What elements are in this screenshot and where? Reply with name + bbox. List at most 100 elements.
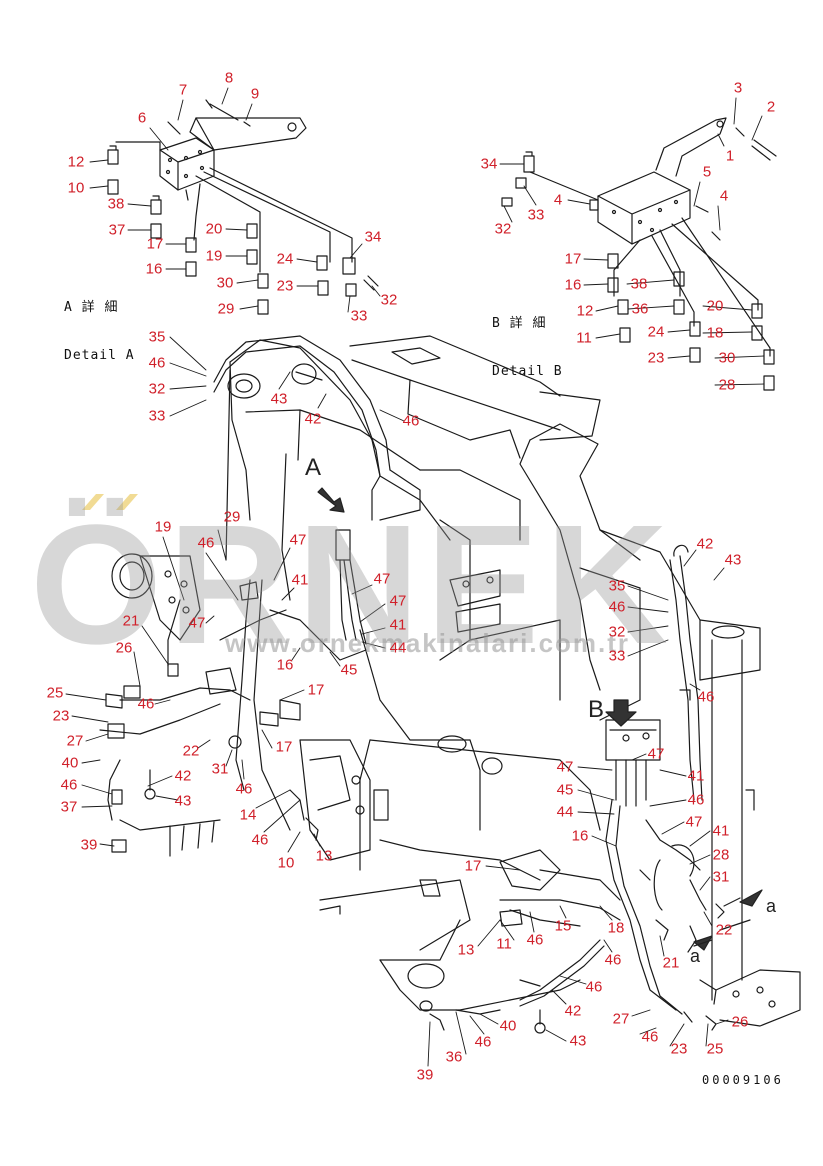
part-callout-2: 2 bbox=[766, 98, 776, 116]
part-callout-42: 42 bbox=[696, 535, 714, 553]
part-callout-22: 22 bbox=[715, 921, 733, 939]
part-callout-4: 4 bbox=[553, 191, 563, 209]
part-callout-34: 34 bbox=[364, 228, 382, 246]
part-callout-29: 29 bbox=[223, 508, 241, 526]
part-callout-36: 36 bbox=[445, 1048, 463, 1066]
part-callout-41: 41 bbox=[687, 767, 705, 785]
part-callout-47: 47 bbox=[685, 813, 703, 831]
part-callout-28: 28 bbox=[712, 846, 730, 864]
part-callout-19: 19 bbox=[205, 247, 223, 265]
part-callout-24: 24 bbox=[647, 323, 665, 341]
part-callout-41: 41 bbox=[712, 822, 730, 840]
part-callout-41: 41 bbox=[291, 571, 309, 589]
part-callout-11: 11 bbox=[496, 935, 512, 953]
part-callout-25: 25 bbox=[706, 1040, 724, 1058]
part-callout-23: 23 bbox=[52, 707, 70, 725]
part-callout-12: 12 bbox=[576, 302, 594, 320]
part-callout-1: 1 bbox=[725, 147, 735, 165]
watermark-dots bbox=[82, 494, 138, 510]
part-callout-47: 47 bbox=[647, 745, 665, 763]
part-callout-33: 33 bbox=[608, 647, 626, 665]
detail-b-en: Detail B bbox=[492, 364, 563, 379]
part-callout-36: 36 bbox=[631, 300, 649, 318]
part-callout-45: 45 bbox=[556, 781, 574, 799]
part-callout-44: 44 bbox=[389, 639, 407, 657]
part-callout-18: 18 bbox=[607, 919, 625, 937]
part-callout-14: 14 bbox=[239, 806, 257, 824]
part-callout-9: 9 bbox=[250, 85, 260, 103]
part-callout-35: 35 bbox=[608, 577, 626, 595]
part-callout-46: 46 bbox=[197, 534, 215, 552]
detail-b-caption: B 詳 細 Detail B bbox=[492, 284, 563, 412]
part-callout-32: 32 bbox=[380, 291, 398, 309]
part-callout-46: 46 bbox=[641, 1028, 659, 1046]
part-callout-17: 17 bbox=[564, 250, 582, 268]
part-callout-20: 20 bbox=[205, 220, 223, 238]
part-callout-26: 26 bbox=[731, 1013, 749, 1031]
part-callout-44: 44 bbox=[556, 803, 574, 821]
part-callout-17: 17 bbox=[464, 857, 482, 875]
part-callout-47: 47 bbox=[556, 758, 574, 776]
part-callout-4: 4 bbox=[719, 187, 729, 205]
detail-b-jp: B 詳 細 bbox=[492, 316, 547, 331]
part-callout-46: 46 bbox=[697, 688, 715, 706]
machine-frame bbox=[227, 335, 701, 1012]
part-callout-21: 21 bbox=[662, 954, 680, 972]
part-callout-10: 10 bbox=[277, 854, 295, 872]
part-callout-43: 43 bbox=[174, 792, 192, 810]
part-callout-13: 13 bbox=[457, 941, 475, 959]
watermark-word: ÖRNEK bbox=[30, 490, 674, 680]
part-callout-27: 27 bbox=[66, 732, 84, 750]
part-callout-46: 46 bbox=[402, 412, 420, 430]
part-callout-11: 11 bbox=[576, 329, 592, 347]
view-label-a: A bbox=[305, 454, 322, 481]
part-callout-23: 23 bbox=[276, 277, 294, 295]
part-callout-27: 27 bbox=[612, 1010, 630, 1028]
part-callout-5: 5 bbox=[702, 163, 712, 181]
part-callout-34: 34 bbox=[480, 155, 498, 173]
part-callout-7: 7 bbox=[178, 81, 188, 99]
part-callout-32: 32 bbox=[148, 380, 166, 398]
part-callout-46: 46 bbox=[60, 776, 78, 794]
detail-a-caption: A 詳 細 Detail A bbox=[64, 268, 135, 396]
part-callout-32: 32 bbox=[494, 220, 512, 238]
part-callout-46: 46 bbox=[526, 931, 544, 949]
view-arrows bbox=[317, 487, 763, 951]
part-callout-23: 23 bbox=[670, 1040, 688, 1058]
part-callout-33: 33 bbox=[350, 307, 368, 325]
view-label-b: B bbox=[588, 696, 605, 723]
part-callout-13: 13 bbox=[315, 847, 333, 865]
part-callout-46: 46 bbox=[585, 978, 603, 996]
document-number: 00009106 bbox=[702, 1073, 784, 1087]
part-callout-18: 18 bbox=[706, 324, 724, 342]
part-callout-12: 12 bbox=[67, 153, 85, 171]
part-callout-46: 46 bbox=[604, 951, 622, 969]
part-callout-17: 17 bbox=[275, 738, 293, 756]
part-callout-28: 28 bbox=[718, 376, 736, 394]
part-callout-42: 42 bbox=[304, 410, 322, 428]
part-callout-46: 46 bbox=[137, 695, 155, 713]
left-hoses bbox=[99, 335, 421, 857]
part-callout-41: 41 bbox=[389, 616, 407, 634]
part-callout-30: 30 bbox=[718, 349, 736, 367]
part-callout-33: 33 bbox=[148, 407, 166, 425]
part-callout-24: 24 bbox=[276, 250, 294, 268]
part-callout-25: 25 bbox=[46, 684, 64, 702]
part-callout-40: 40 bbox=[499, 1017, 517, 1035]
detail-a-jp: A 詳 細 bbox=[64, 300, 119, 315]
view-label-small-a-2: a bbox=[690, 946, 701, 966]
part-callout-15: 15 bbox=[554, 917, 572, 935]
part-callout-23: 23 bbox=[647, 349, 665, 367]
leader-lines bbox=[65, 87, 765, 1067]
part-callout-16: 16 bbox=[145, 260, 163, 278]
part-callout-20: 20 bbox=[706, 297, 724, 315]
part-callout-45: 45 bbox=[340, 661, 358, 679]
part-callout-47: 47 bbox=[188, 614, 206, 632]
part-callout-47: 47 bbox=[289, 531, 307, 549]
part-callout-47: 47 bbox=[373, 570, 391, 588]
part-callout-43: 43 bbox=[270, 390, 288, 408]
part-callout-17: 17 bbox=[307, 681, 325, 699]
detail-a-assembly bbox=[107, 99, 379, 315]
part-callout-37: 37 bbox=[108, 221, 126, 239]
